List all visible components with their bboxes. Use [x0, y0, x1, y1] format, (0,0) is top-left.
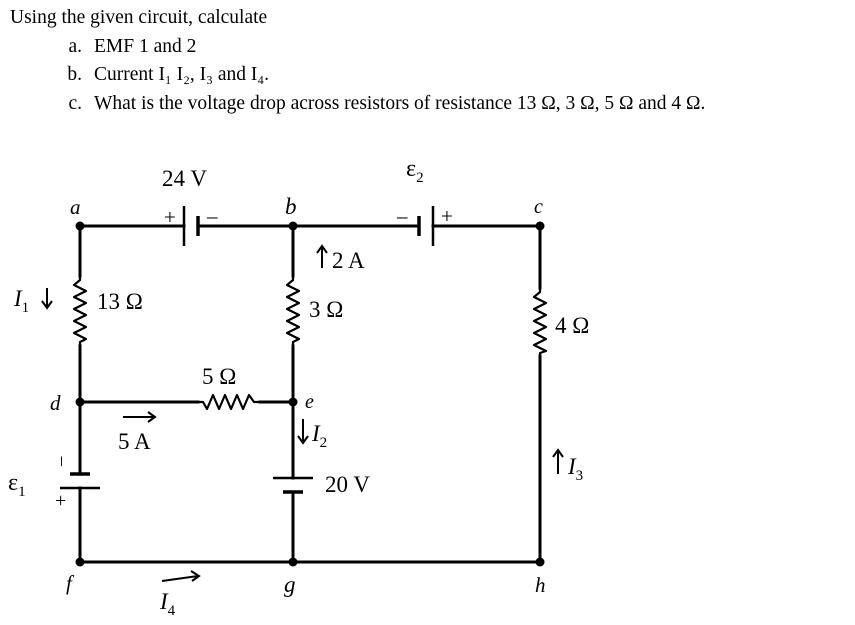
node-a-dot	[75, 221, 85, 231]
item-marker: b.	[67, 64, 82, 85]
current-2a-label: 2 A	[332, 248, 365, 273]
node-label-f: f	[66, 571, 75, 595]
question-item: a. EMF 1 and 2	[50, 33, 705, 62]
battery-emf1	[60, 472, 100, 490]
battery-20v	[273, 476, 313, 494]
node-label-a: a	[70, 195, 81, 219]
arrow-i3	[552, 448, 564, 474]
item-marker: c.	[68, 92, 82, 114]
battery-24v-value: 24 V	[162, 166, 207, 191]
item-marker: a.	[68, 35, 82, 57]
battery-emf1-minus: –	[50, 456, 71, 467]
resistor-3ohm-label: 3 Ω	[309, 297, 343, 322]
item-text: What is the voltage drop across resistor…	[94, 92, 706, 114]
arrow-i4	[161, 570, 201, 582]
node-h-dot	[535, 557, 545, 567]
arrow-5a	[123, 411, 157, 423]
node-f-dot	[75, 557, 85, 567]
battery-24v-minus: –	[206, 204, 218, 228]
battery-emf1-plus: +	[55, 490, 66, 512]
current-5a-label: 5 A	[118, 429, 151, 454]
current-i4-label: I4	[159, 589, 176, 619]
node-d-dot	[75, 397, 85, 407]
node-label-h: h	[535, 573, 546, 597]
resistor-4ohm	[532, 288, 548, 356]
arrow-i2	[297, 419, 309, 445]
resistor-13ohm	[72, 276, 88, 346]
question-intro: Using the given circuit, calculate	[10, 7, 268, 28]
node-label-b: b	[285, 194, 297, 219]
battery-20v-value: 20 V	[325, 472, 370, 497]
node-label-d: d	[50, 391, 61, 415]
resistor-5ohm-label: 5 Ω	[202, 364, 236, 389]
battery-emf2-symbol: ε2	[406, 156, 424, 186]
question-text: Using the given circuit, calculate a. EMF…	[10, 4, 705, 118]
battery-24v-plus: +	[164, 205, 176, 229]
node-b-dot	[288, 221, 298, 231]
node-label-g: g	[284, 572, 296, 597]
wires	[78, 224, 542, 564]
resistor-5ohm	[198, 393, 260, 411]
item-text: Current I₁ I₂, I₃ and I₄.	[94, 64, 270, 85]
resistor-4ohm-label: 4 Ω	[555, 313, 589, 338]
item-text: EMF 1 and 2	[94, 35, 197, 57]
node-label-e: e	[305, 391, 314, 413]
battery-emf2	[417, 206, 435, 246]
arrow-i1	[41, 288, 53, 310]
current-i2-label: I2	[311, 421, 327, 451]
arrow-2a	[316, 244, 328, 268]
battery-24v	[182, 206, 200, 246]
resistor-3ohm	[285, 276, 301, 346]
current-i1-label: I1	[13, 286, 29, 316]
battery-emf2-minus: –	[396, 204, 408, 228]
resistor-13ohm-label: 13 Ω	[97, 289, 143, 314]
question-list: a. EMF 1 and 2 b. Current I₁ I₂, I₃ and I₄…	[10, 33, 705, 119]
current-i3-label: I3	[567, 454, 583, 484]
node-dots	[75, 221, 545, 567]
node-label-c: c	[534, 196, 543, 218]
current-arrows	[41, 244, 564, 582]
node-g-dot	[288, 557, 298, 567]
question-item: b. Current I₁ I₂, I₃ and I₄.	[50, 61, 705, 90]
question-item: c. What is the voltage drop across resist…	[50, 90, 705, 119]
battery-emf2-plus: +	[441, 204, 453, 228]
node-e-dot	[288, 397, 298, 407]
battery-emf1-symbol: ε1	[8, 470, 26, 500]
node-c-dot	[535, 221, 545, 231]
